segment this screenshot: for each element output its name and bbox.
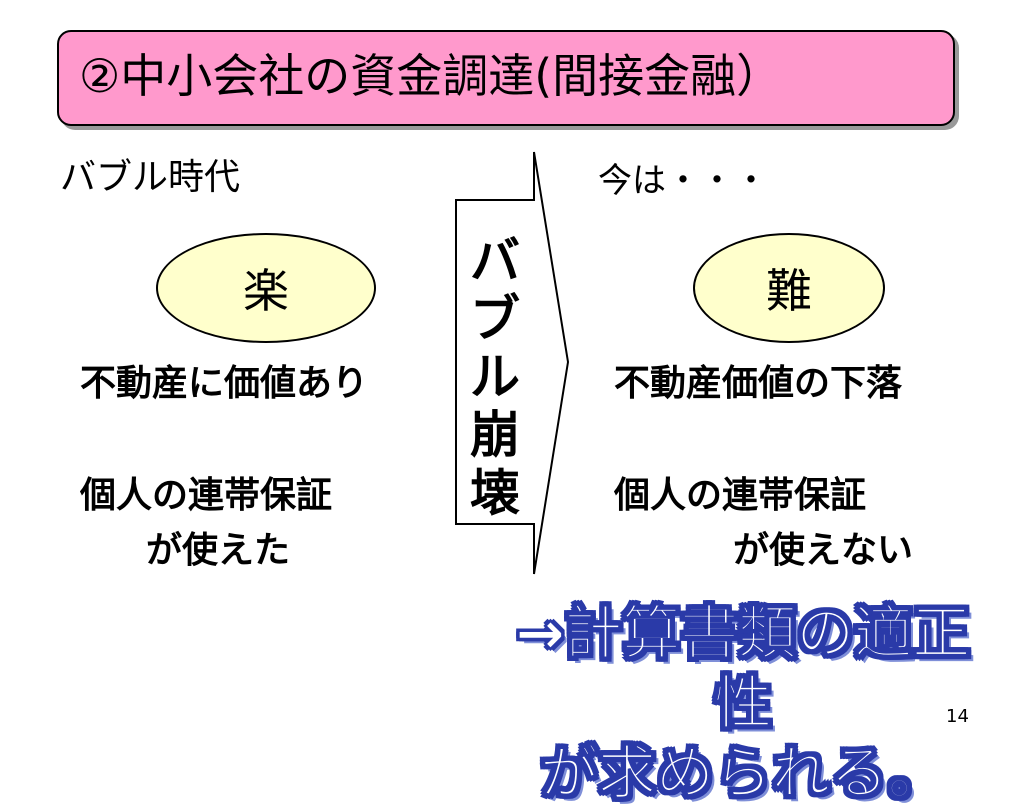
conclusion-wordart: →計算書類の適正性 が求められる。 xyxy=(503,598,983,808)
conclusion-line2: が求められる。 xyxy=(539,739,946,808)
title-box: ②中小会社の資金調達(間接金融） xyxy=(57,30,955,126)
conclusion-line1: →計算書類の適正性 xyxy=(515,599,971,738)
status-label-right: 難 xyxy=(766,264,812,318)
arrow-char: 壊 xyxy=(470,464,520,522)
status-label-left: 楽 xyxy=(243,264,289,318)
left-point-guarantee-line1: 個人の連帯保証 xyxy=(80,475,333,516)
arrow-char: バ xyxy=(470,232,520,290)
era-label-right: 今は・・・ xyxy=(598,161,768,201)
arrow-char: ル xyxy=(470,348,520,406)
transition-arrow xyxy=(455,151,570,575)
status-ellipse-left: 楽 xyxy=(156,233,376,343)
left-point-property: 不動産に価値あり xyxy=(80,363,369,404)
left-point-guarantee-line2: が使えた xyxy=(146,530,291,571)
right-point-property: 不動産価値の下落 xyxy=(614,363,903,404)
arrow-char: 崩 xyxy=(470,406,520,464)
era-label-left: バブル時代 xyxy=(60,157,241,198)
arrow-label: バ ブ ル 崩 壊 xyxy=(463,232,527,522)
arrow-char: ブ xyxy=(470,290,520,348)
slide-title: ②中小会社の資金調達(間接金融） xyxy=(79,49,783,103)
right-point-guarantee-line2: が使えない xyxy=(733,530,914,571)
right-point-guarantee-line1: 個人の連帯保証 xyxy=(614,475,867,516)
status-ellipse-right: 難 xyxy=(693,233,885,343)
page-number: 14 xyxy=(946,706,969,727)
